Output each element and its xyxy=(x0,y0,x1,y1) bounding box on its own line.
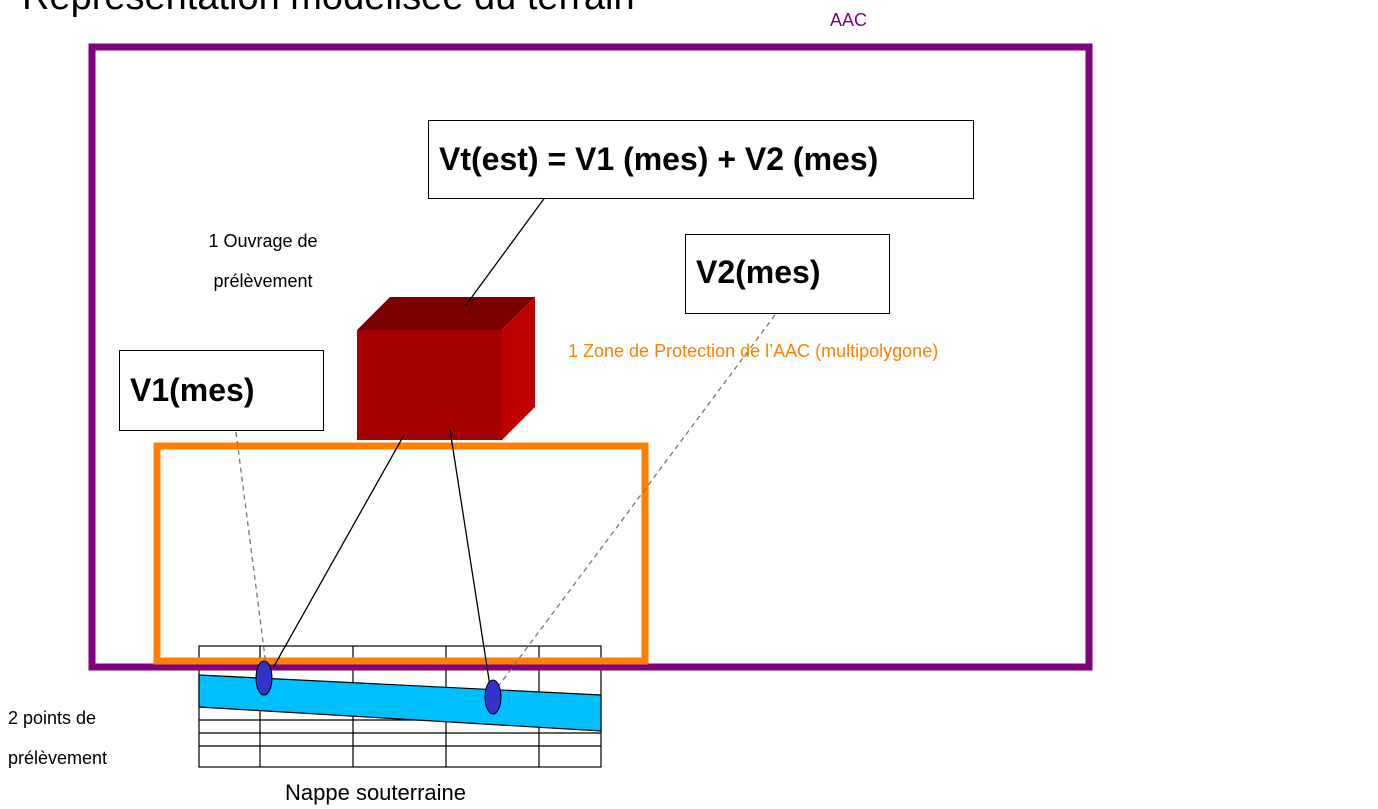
zone-label: 1 Zone de Protection de l’AAC (multipoly… xyxy=(568,341,939,361)
v2-box: V2(mes) xyxy=(685,234,890,314)
nappe-label: Nappe souterraine xyxy=(285,780,467,805)
points-label-line2: prélèvement xyxy=(8,748,108,768)
v2-label: V2(mes) xyxy=(696,253,821,290)
page-title: Représentation modélisée du terrain xyxy=(22,0,635,20)
v1-label: V1(mes) xyxy=(130,372,255,408)
ouvrage-label-line2: prélèvement xyxy=(213,271,313,291)
ouvrage-label: 1 Ouvrage de prélèvement xyxy=(168,221,358,301)
cube-to-point1 xyxy=(272,434,405,669)
v1-box: V1(mes) xyxy=(119,350,324,431)
points-label-line1: 2 points de xyxy=(8,708,97,728)
formula-connector xyxy=(465,195,547,306)
cube-front xyxy=(357,330,502,440)
cube-side xyxy=(502,297,535,440)
sampling-point-2 xyxy=(484,679,502,715)
ouvrage-cube xyxy=(357,297,535,440)
formula-box: Vt(est) = V1 (mes) + V2 (mes) xyxy=(428,120,974,199)
formula-text: Vt(est) = V1 (mes) + V2 (mes) xyxy=(439,141,879,177)
cube-to-point2 xyxy=(449,429,491,687)
protection-zone-rect xyxy=(153,442,649,665)
aac-label: AAC xyxy=(830,10,868,30)
sampling-point-1 xyxy=(255,660,273,696)
solid-connectors xyxy=(272,195,547,687)
aac-boundary xyxy=(88,43,1093,671)
v2-to-point2 xyxy=(496,314,776,689)
points-label: 2 points de prélèvement xyxy=(8,698,107,778)
groundwater-layer xyxy=(198,674,602,732)
dashed-connectors xyxy=(235,314,776,689)
ouvrage-label-line1: 1 Ouvrage de xyxy=(208,231,318,251)
cube-top xyxy=(357,297,535,330)
v1-to-point1 xyxy=(235,431,267,666)
